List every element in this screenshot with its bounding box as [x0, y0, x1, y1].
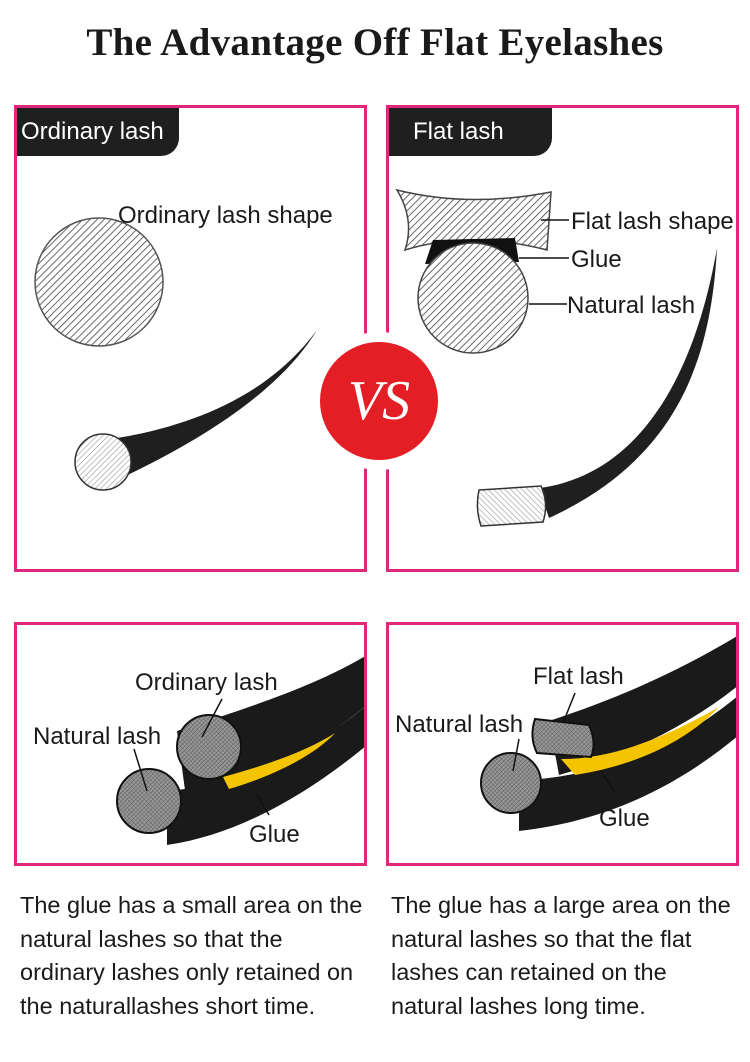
ordinary-lash-tab: Ordinary lash [17, 108, 179, 156]
flat-lash-band [549, 636, 736, 775]
glue-leader [600, 770, 616, 794]
ordinary-lash-shape-circle [34, 217, 164, 347]
glue-strip [561, 707, 719, 775]
natural-leader [133, 748, 148, 792]
vs-badge: VS [320, 342, 438, 460]
natural-leader [512, 738, 520, 772]
glue-label: Glue [599, 805, 650, 832]
flat-lash-label: Flat lash [533, 663, 624, 690]
ordinary-lash-cross-section [176, 714, 242, 780]
flat-lash-curve [539, 248, 717, 518]
flat-lash-description: The glue has a large area on the natural… [391, 892, 731, 1019]
ordinary-lash-illustration [34, 217, 317, 491]
flat-bond-panel: Flat lash Natural lash Glue [386, 622, 739, 866]
natural-lash-label: Natural lash [33, 723, 162, 750]
glue-leader [256, 794, 270, 816]
glue-label: Glue [571, 246, 622, 273]
natural-lash-label: Natural lash [395, 711, 524, 738]
flat-lash-cross-section [531, 717, 595, 759]
flat-bond-illustration [480, 636, 736, 831]
glue-strip [223, 733, 335, 789]
ordinary-lash-description: The glue has a small area on the natural… [20, 892, 363, 1019]
natural-lash-circle [417, 242, 529, 354]
flat-leader [562, 692, 576, 724]
flat-lash-tab: Flat lash [389, 108, 552, 156]
ordinary-leader [201, 698, 223, 738]
glue-label: Glue [249, 821, 300, 848]
natural-lash-band [519, 697, 736, 831]
flat-lash-illustration [395, 188, 717, 527]
ordinary-bond-panel: Ordinary lash Natural lash Glue [14, 622, 367, 866]
flat-lash-panel: Flat lash Flat lash shape Glue Natural l… [386, 105, 739, 572]
natural-lash-label: Natural lash [567, 292, 696, 319]
ordinary-lash-panel: Ordinary lash Ordinary lash shape [14, 105, 367, 572]
flat-lash-shape-label: Flat lash shape [571, 208, 734, 235]
ordinary-lash-cross-section [74, 433, 132, 491]
flat-lash-cross-section [476, 485, 547, 527]
natural-lash-cross-section [480, 752, 542, 814]
ordinary-bond-illustration [116, 656, 364, 845]
page-title: The Advantage Off Flat Eyelashes [86, 21, 664, 64]
ordinary-lash-curve [105, 330, 317, 480]
ordinary-lash-label: Ordinary lash [135, 669, 278, 696]
natural-lash-cross-section [116, 768, 182, 834]
ordinary-lash-shape-label: Ordinary lash shape [118, 202, 333, 229]
